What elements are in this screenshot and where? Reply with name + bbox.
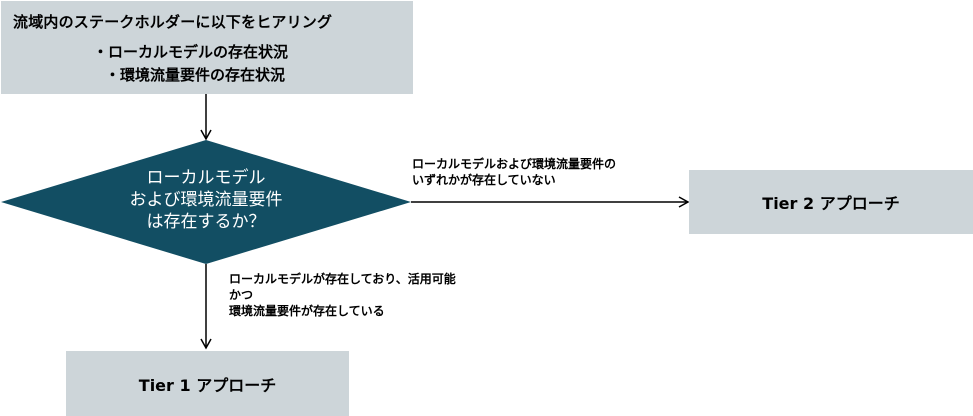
hearing-box: 流域内のステークホルダーに以下をヒアリング ・ローカルモデルの存在状況 ・環境流… <box>1 1 413 94</box>
decision-line: および環境流量要件 <box>129 190 283 210</box>
branch-down-label: ローカルモデルが存在しており、活用可能 かつ 環境流量要件が存在している <box>229 271 456 319</box>
tier2-approach-box: Tier 2 アプローチ <box>689 170 973 234</box>
tier2-approach-label: Tier 2 アプローチ <box>762 194 900 213</box>
branch-down-label-line: 環境流量要件が存在している <box>229 304 385 318</box>
branch-down-label-line: ローカルモデルが存在しており、活用可能 <box>229 272 456 286</box>
branch-down-label-line: かつ <box>229 288 254 302</box>
branch-right-label: ローカルモデルおよび環境流量要件の いずれかが存在していない <box>412 156 616 188</box>
decision-line: ローカルモデル <box>146 168 266 188</box>
decision-text: ローカルモデル および環境流量要件 は存在するか？ <box>96 167 316 233</box>
branch-right-label-line: いずれかが存在していない <box>412 173 556 187</box>
hearing-bullet-local-model: ・ローカルモデルの存在状況 <box>93 43 289 61</box>
hearing-bullet-environmental-flow: ・環境流量要件の存在状況 <box>105 66 286 84</box>
decision-line: は存在するか？ <box>146 212 266 232</box>
hearing-title: 流域内のステークホルダーに以下をヒアリング <box>13 13 333 31</box>
branch-right-label-line: ローカルモデルおよび環境流量要件の <box>412 157 617 171</box>
tier1-approach-box: Tier 1 アプローチ <box>66 351 349 416</box>
tier1-approach-label: Tier 1 アプローチ <box>138 375 277 395</box>
decision-diamond <box>1 140 411 264</box>
